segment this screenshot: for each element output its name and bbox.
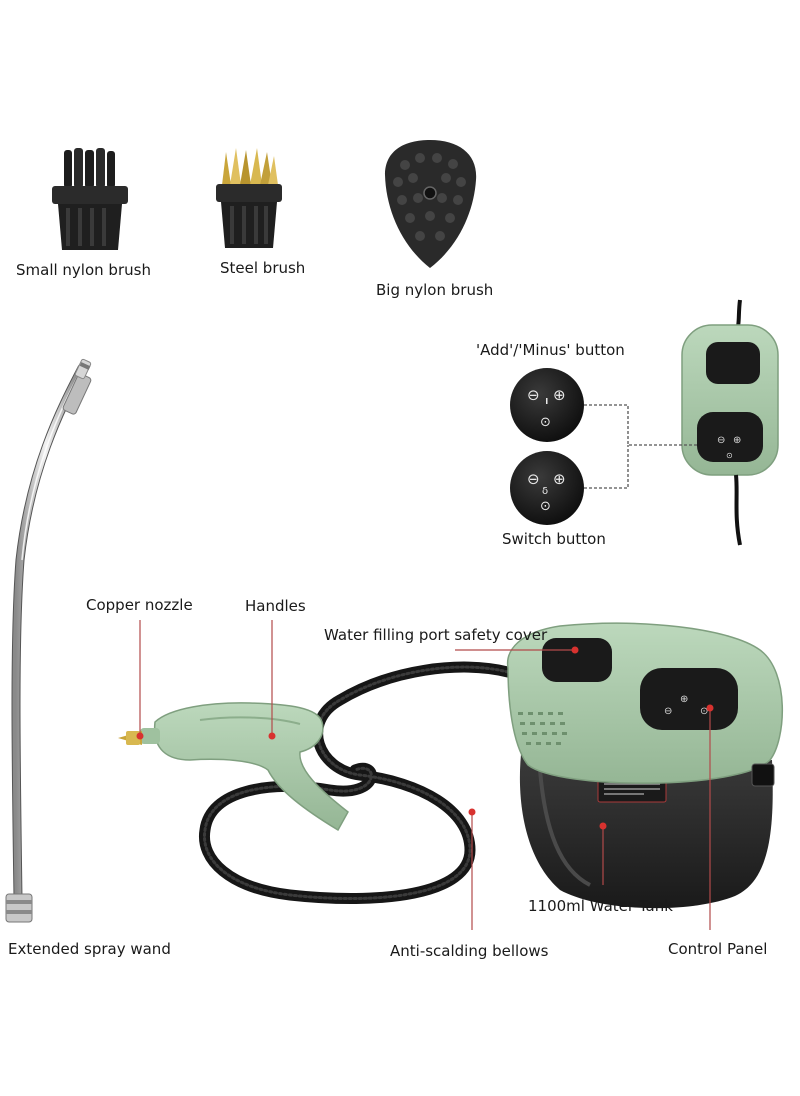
callout-dots	[136, 646, 714, 830]
big-nylon-brush-image	[385, 140, 477, 268]
extended-spray-wand-image	[5, 358, 92, 923]
label-extended-spray-wand: Extended spray wand	[8, 940, 171, 958]
callout-lines	[139, 620, 711, 930]
add-minus-button-closeup: ⊖ ⊕ ⊙	[510, 368, 584, 442]
svg-text:⊖: ⊖	[717, 435, 725, 446]
label-steel-brush: Steel brush	[220, 259, 306, 277]
svg-text:⊙: ⊙	[700, 706, 708, 717]
label-small-nylon-brush: Small nylon brush	[16, 261, 151, 279]
label-copper-nozzle: Copper nozzle	[86, 596, 193, 614]
svg-text:δ: δ	[542, 486, 548, 497]
label-switch-button: Switch button	[502, 530, 606, 548]
small-nylon-brush-image	[52, 148, 128, 250]
svg-text:⊖: ⊖	[664, 706, 672, 717]
label-big-nylon-brush: Big nylon brush	[376, 281, 494, 299]
svg-text:⊕: ⊕	[680, 694, 688, 705]
svg-text:⊙: ⊙	[726, 451, 733, 460]
anti-scalding-bellows-hose	[198, 661, 514, 905]
label-add-minus-button: 'Add'/'Minus' button	[476, 341, 625, 359]
svg-text:⊕: ⊕	[733, 435, 741, 446]
svg-text:⊕: ⊕	[553, 470, 566, 488]
label-control-panel: Control Panel	[668, 940, 768, 958]
steel-brush-image	[216, 148, 282, 248]
label-handles: Handles	[245, 597, 306, 615]
svg-text:⊙: ⊙	[540, 499, 551, 514]
minus-icon: ⊖	[527, 386, 540, 404]
label-anti-scalding-bellows: Anti-scalding bellows	[390, 942, 549, 960]
closeup-connector-lines	[584, 404, 697, 489]
power-icon: ⊙	[540, 415, 551, 430]
switch-button-closeup: ⊖ ⊕ ⊙ δ	[510, 451, 584, 525]
main-steam-unit: ⊕ ⊖ ⊙	[506, 622, 783, 909]
plus-icon: ⊕	[553, 386, 566, 404]
label-water-tank: 1100ml Water Tank	[528, 897, 673, 915]
svg-text:⊖: ⊖	[527, 470, 540, 488]
label-water-filling-port: Water filling port safety cover	[324, 626, 548, 644]
spray-gun-handle	[118, 702, 349, 832]
control-unit-top-view: ⊖ ⊕ ⊙	[681, 299, 779, 546]
